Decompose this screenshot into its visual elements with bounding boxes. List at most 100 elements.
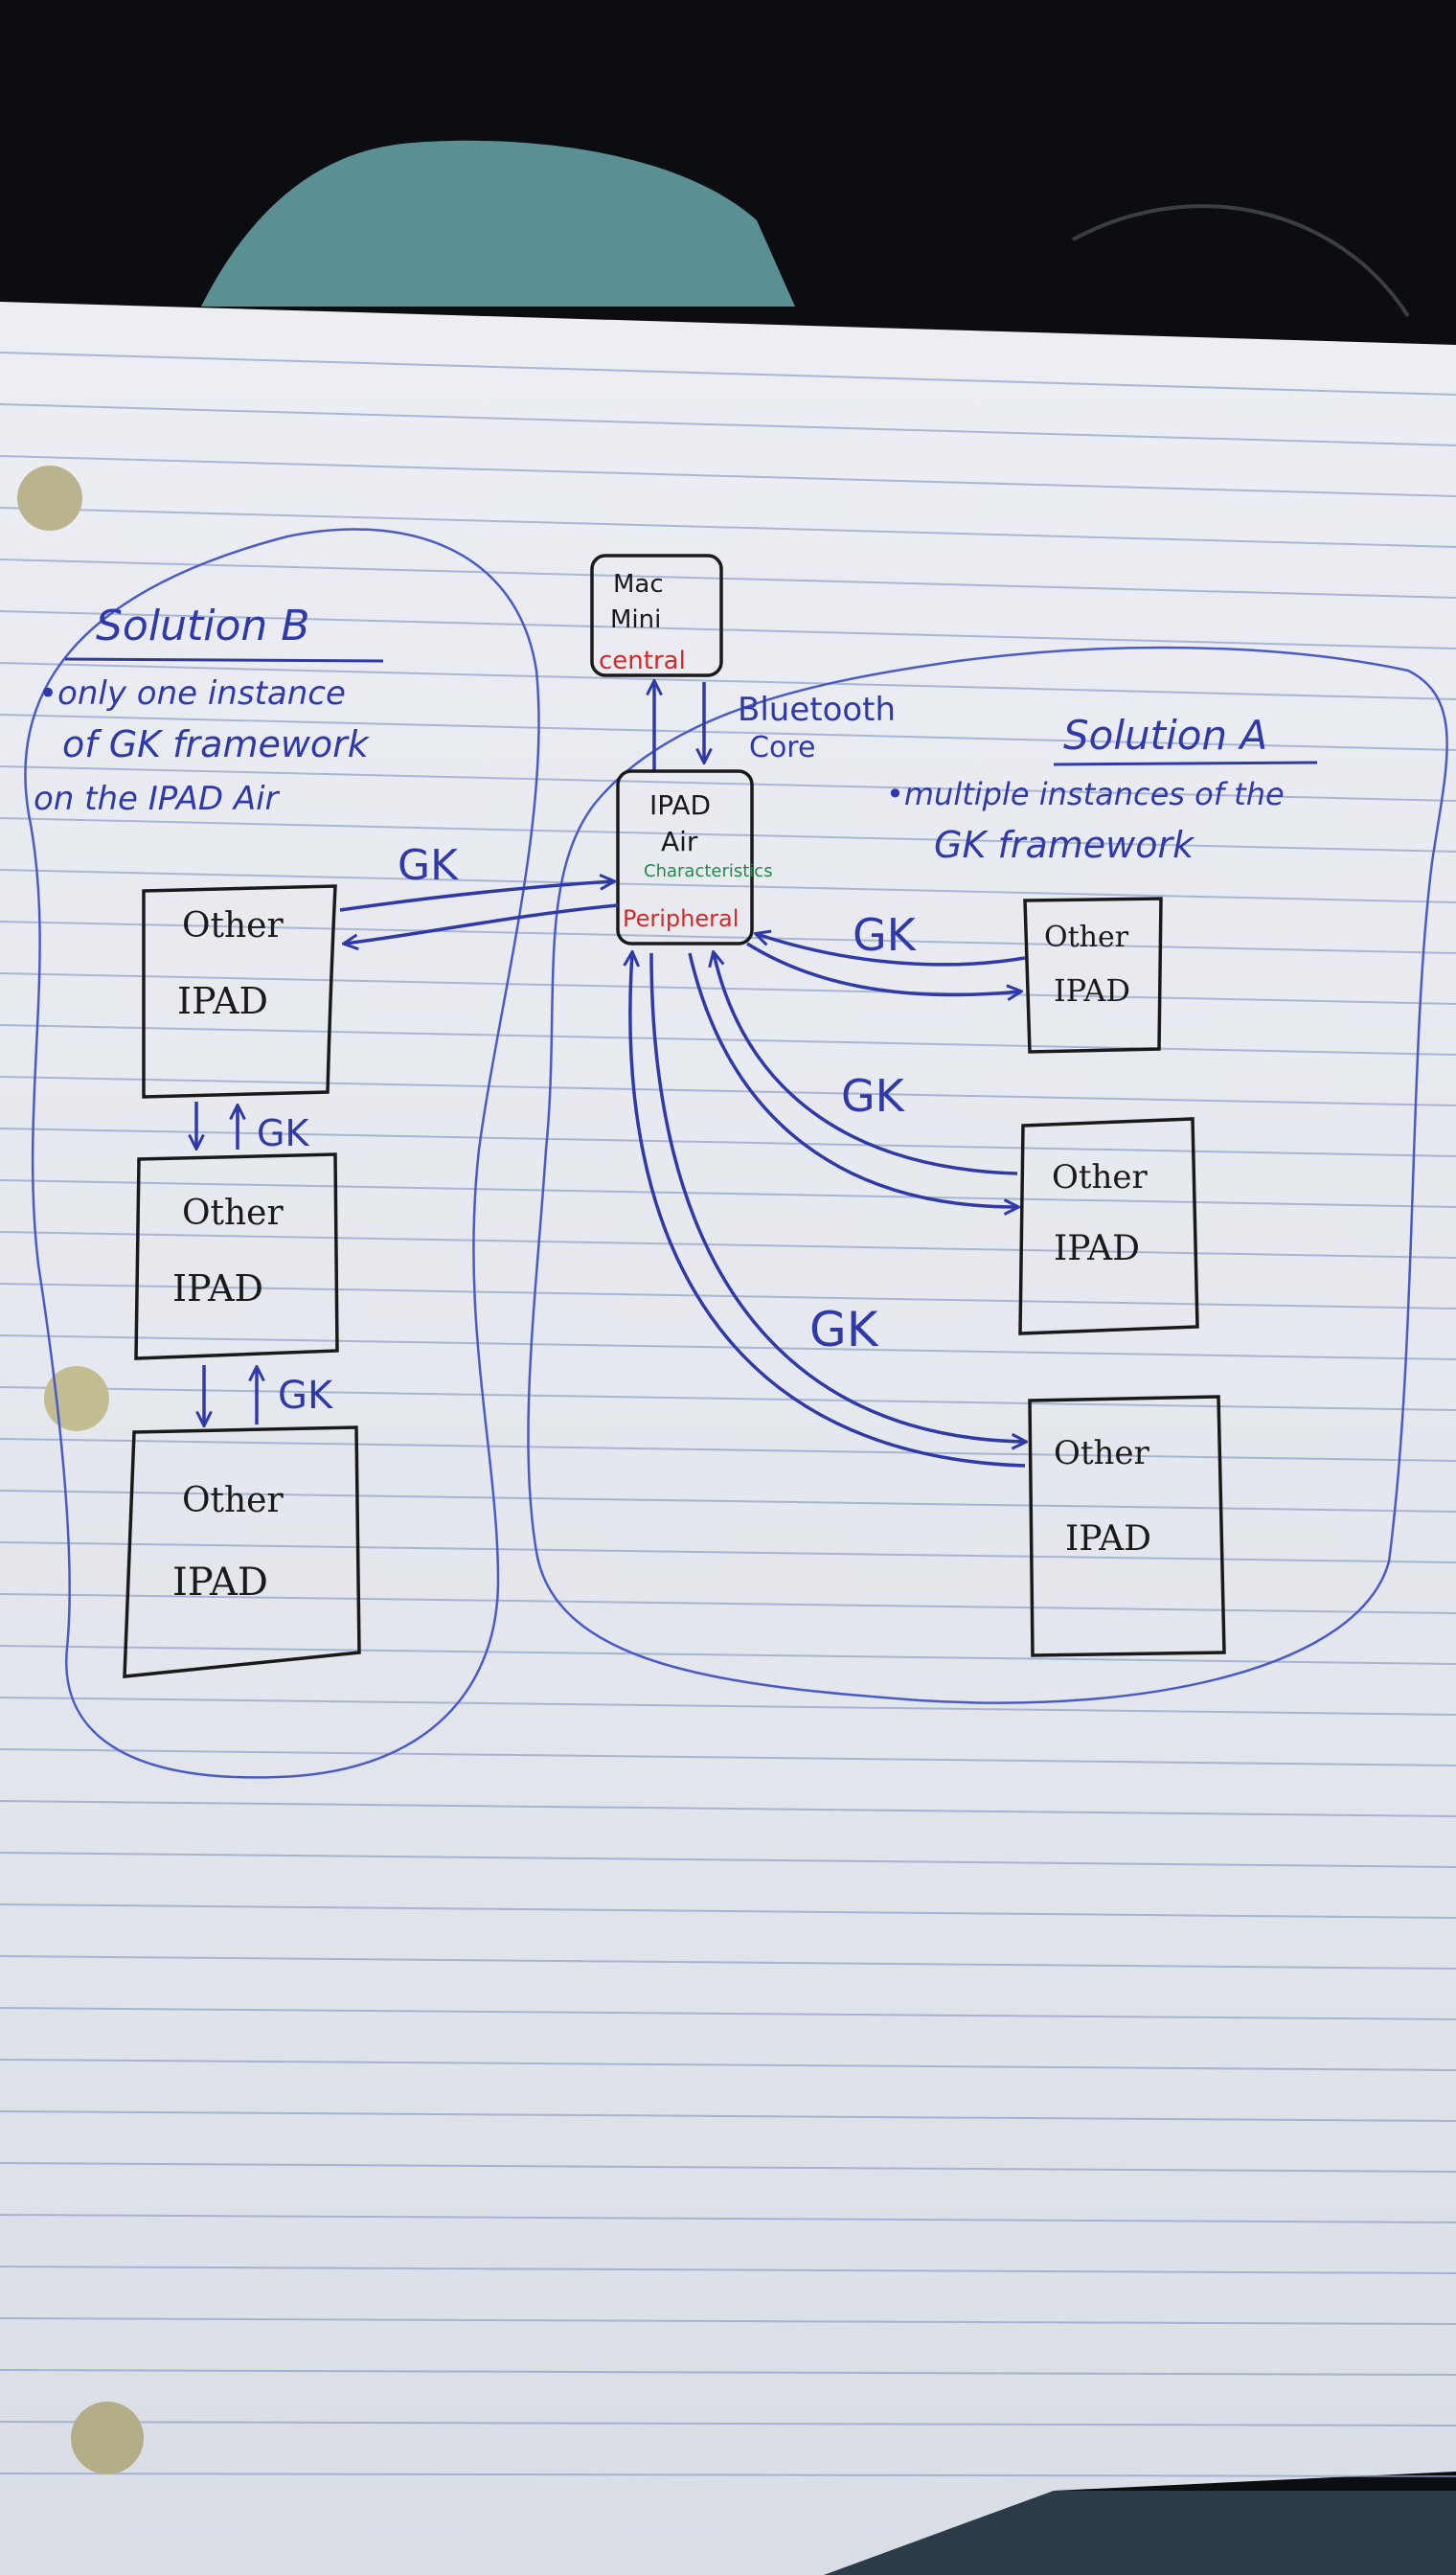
ruled-line: [0, 972, 1456, 1005]
ruled-line: [0, 1386, 1456, 1411]
other-ipad-b2: Other IPAD: [134, 1152, 339, 1360]
solution-a-heading-underline: [1053, 761, 1318, 766]
ruled-line: [0, 610, 1456, 649]
ipad-air-line2: Air: [661, 826, 698, 857]
ruled-line: [0, 1076, 1456, 1106]
mac-mini-node: Mac Mini central: [590, 554, 723, 677]
ipad-air-role: Peripheral: [623, 905, 739, 932]
gk-label-air-a2: GK: [841, 1070, 906, 1122]
mac-mini-line2: Mini: [610, 605, 661, 634]
arrow-ipad-air-to-ipad-b1: [345, 903, 619, 944]
solution-b-links: [196, 881, 619, 1424]
ruled-line: [0, 1334, 1456, 1360]
ruled-line: [0, 921, 1456, 954]
ruled-line: [0, 2007, 1456, 2020]
ruled-line: [0, 1128, 1456, 1157]
arrow-ipad-a3-to-ipad-air: [630, 953, 1026, 1468]
ruled-line: [0, 1024, 1456, 1056]
arrow-ipad-air-to-ipad-a2: [688, 952, 1017, 1207]
ruled-line: [0, 1438, 1456, 1462]
ruled-line: [0, 1748, 1456, 1766]
other-ipad-a2-line1: Other: [1052, 1158, 1149, 1196]
ruled-line: [0, 1593, 1456, 1614]
ruled-line: [0, 1179, 1456, 1208]
bluetooth-line2: Core: [749, 731, 815, 764]
ruled-line: [0, 1490, 1456, 1513]
ruled-line: [0, 507, 1456, 548]
solution-a-note-line2: GK framework: [934, 824, 1195, 866]
solution-b-note-line1: •only one instance: [38, 674, 346, 713]
ruled-line: [0, 1697, 1456, 1716]
ruled-line: [0, 1852, 1456, 1868]
ipad-air-line1: IPAD: [649, 789, 711, 821]
ruled-line: [0, 662, 1456, 700]
ruled-line: [0, 765, 1456, 802]
cable: [1072, 204, 1410, 318]
gk-label-air-a1: GK: [853, 909, 918, 961]
ipad-air-box: [616, 769, 754, 946]
solution-a-heading: Solution A: [1063, 712, 1267, 759]
solution-a-notes: Solution A •multiple instances of the GK…: [886, 712, 1318, 866]
solution-b-heading-underline: [64, 657, 384, 663]
other-ipad-a1-line1: Other: [1044, 921, 1129, 954]
ruled-line: [0, 2369, 1456, 2376]
ipad-air-node: IPAD Air Characteristics Peripheral: [616, 769, 773, 946]
other-ipad-b1-line1: Other: [182, 906, 284, 946]
ruled-line: [0, 2059, 1456, 2071]
other-ipad-a2-line2: IPAD: [1054, 1229, 1140, 1268]
arrow-ipad-air-to-ipad-a1: [746, 942, 1020, 994]
arrow-ipad-b1-to-ipad-air: [339, 881, 613, 912]
group-outlines: [24, 528, 1448, 1779]
solution-b-heading: Solution B: [96, 602, 309, 650]
ipad-air-characteristics: Characteristics: [644, 861, 773, 881]
ruled-line: [0, 2266, 1456, 2274]
ruled-line: [0, 1231, 1456, 1259]
ruled-line: [0, 455, 1456, 497]
mac-mini-line1: Mac: [613, 570, 664, 599]
other-ipad-b2-line1: Other: [182, 1194, 284, 1233]
other-ipad-b2-line2: IPAD: [172, 1267, 263, 1310]
gk-label-b1-air: GK: [398, 841, 459, 890]
ruled-line: [0, 352, 1456, 396]
ruled-lines: [0, 352, 1456, 2477]
solution-b-outline: [24, 528, 540, 1779]
other-ipad-a3-line2: IPAD: [1065, 1519, 1151, 1559]
ruled-line: [0, 2162, 1456, 2173]
other-ipad-a3-line1: Other: [1054, 1434, 1150, 1472]
gk-label-air-a3: GK: [809, 1302, 879, 1357]
solution-b-note-line3: on the IPAD Air: [34, 780, 281, 818]
other-ipad-b3-line1: Other: [182, 1481, 284, 1520]
other-ipad-b3-line2: IPAD: [172, 1561, 268, 1605]
ruled-line: [0, 1645, 1456, 1665]
other-ipad-b1-line2: IPAD: [177, 980, 268, 1022]
other-ipad-a2: Other IPAD: [1018, 1117, 1199, 1335]
ruled-line: [0, 2110, 1456, 2122]
solution-a-note-line1: •multiple instances of the: [886, 776, 1285, 812]
other-ipad-b3: Other IPAD: [123, 1425, 361, 1678]
other-ipad-a3: Other IPAD: [1028, 1395, 1226, 1657]
mac-mini-box: [590, 554, 723, 677]
solution-a-labels: GK GK GK: [809, 909, 918, 1357]
ruled-line: [0, 558, 1456, 599]
solution-b-notes: Solution B •only one instance of GK fram…: [34, 602, 384, 818]
ruled-line: [0, 1955, 1456, 1970]
ruled-line: [0, 2214, 1456, 2223]
ruled-line: [0, 1903, 1456, 1919]
ruled-line: [0, 1800, 1456, 1817]
other-ipad-a1-line2: IPAD: [1054, 972, 1130, 1009]
gk-label-b2-b3: GK: [278, 1374, 334, 1418]
binder-hole-middle: [44, 1366, 109, 1431]
other-ipad-a1: Other IPAD: [1023, 897, 1163, 1054]
ruled-line: [0, 2421, 1456, 2427]
ruled-line: [0, 869, 1456, 903]
ruled-line: [0, 817, 1456, 853]
solution-a-links: [630, 934, 1026, 1468]
ruled-line: [0, 2472, 1456, 2477]
ruled-line: [0, 1541, 1456, 1563]
binder-hole-bottom: [71, 2402, 144, 2474]
ruled-line: [0, 2317, 1456, 2325]
paper-sheet: [0, 302, 1456, 2575]
chair-back: [201, 140, 795, 307]
arrow-ipad-a1-to-ipad-air: [757, 934, 1026, 967]
